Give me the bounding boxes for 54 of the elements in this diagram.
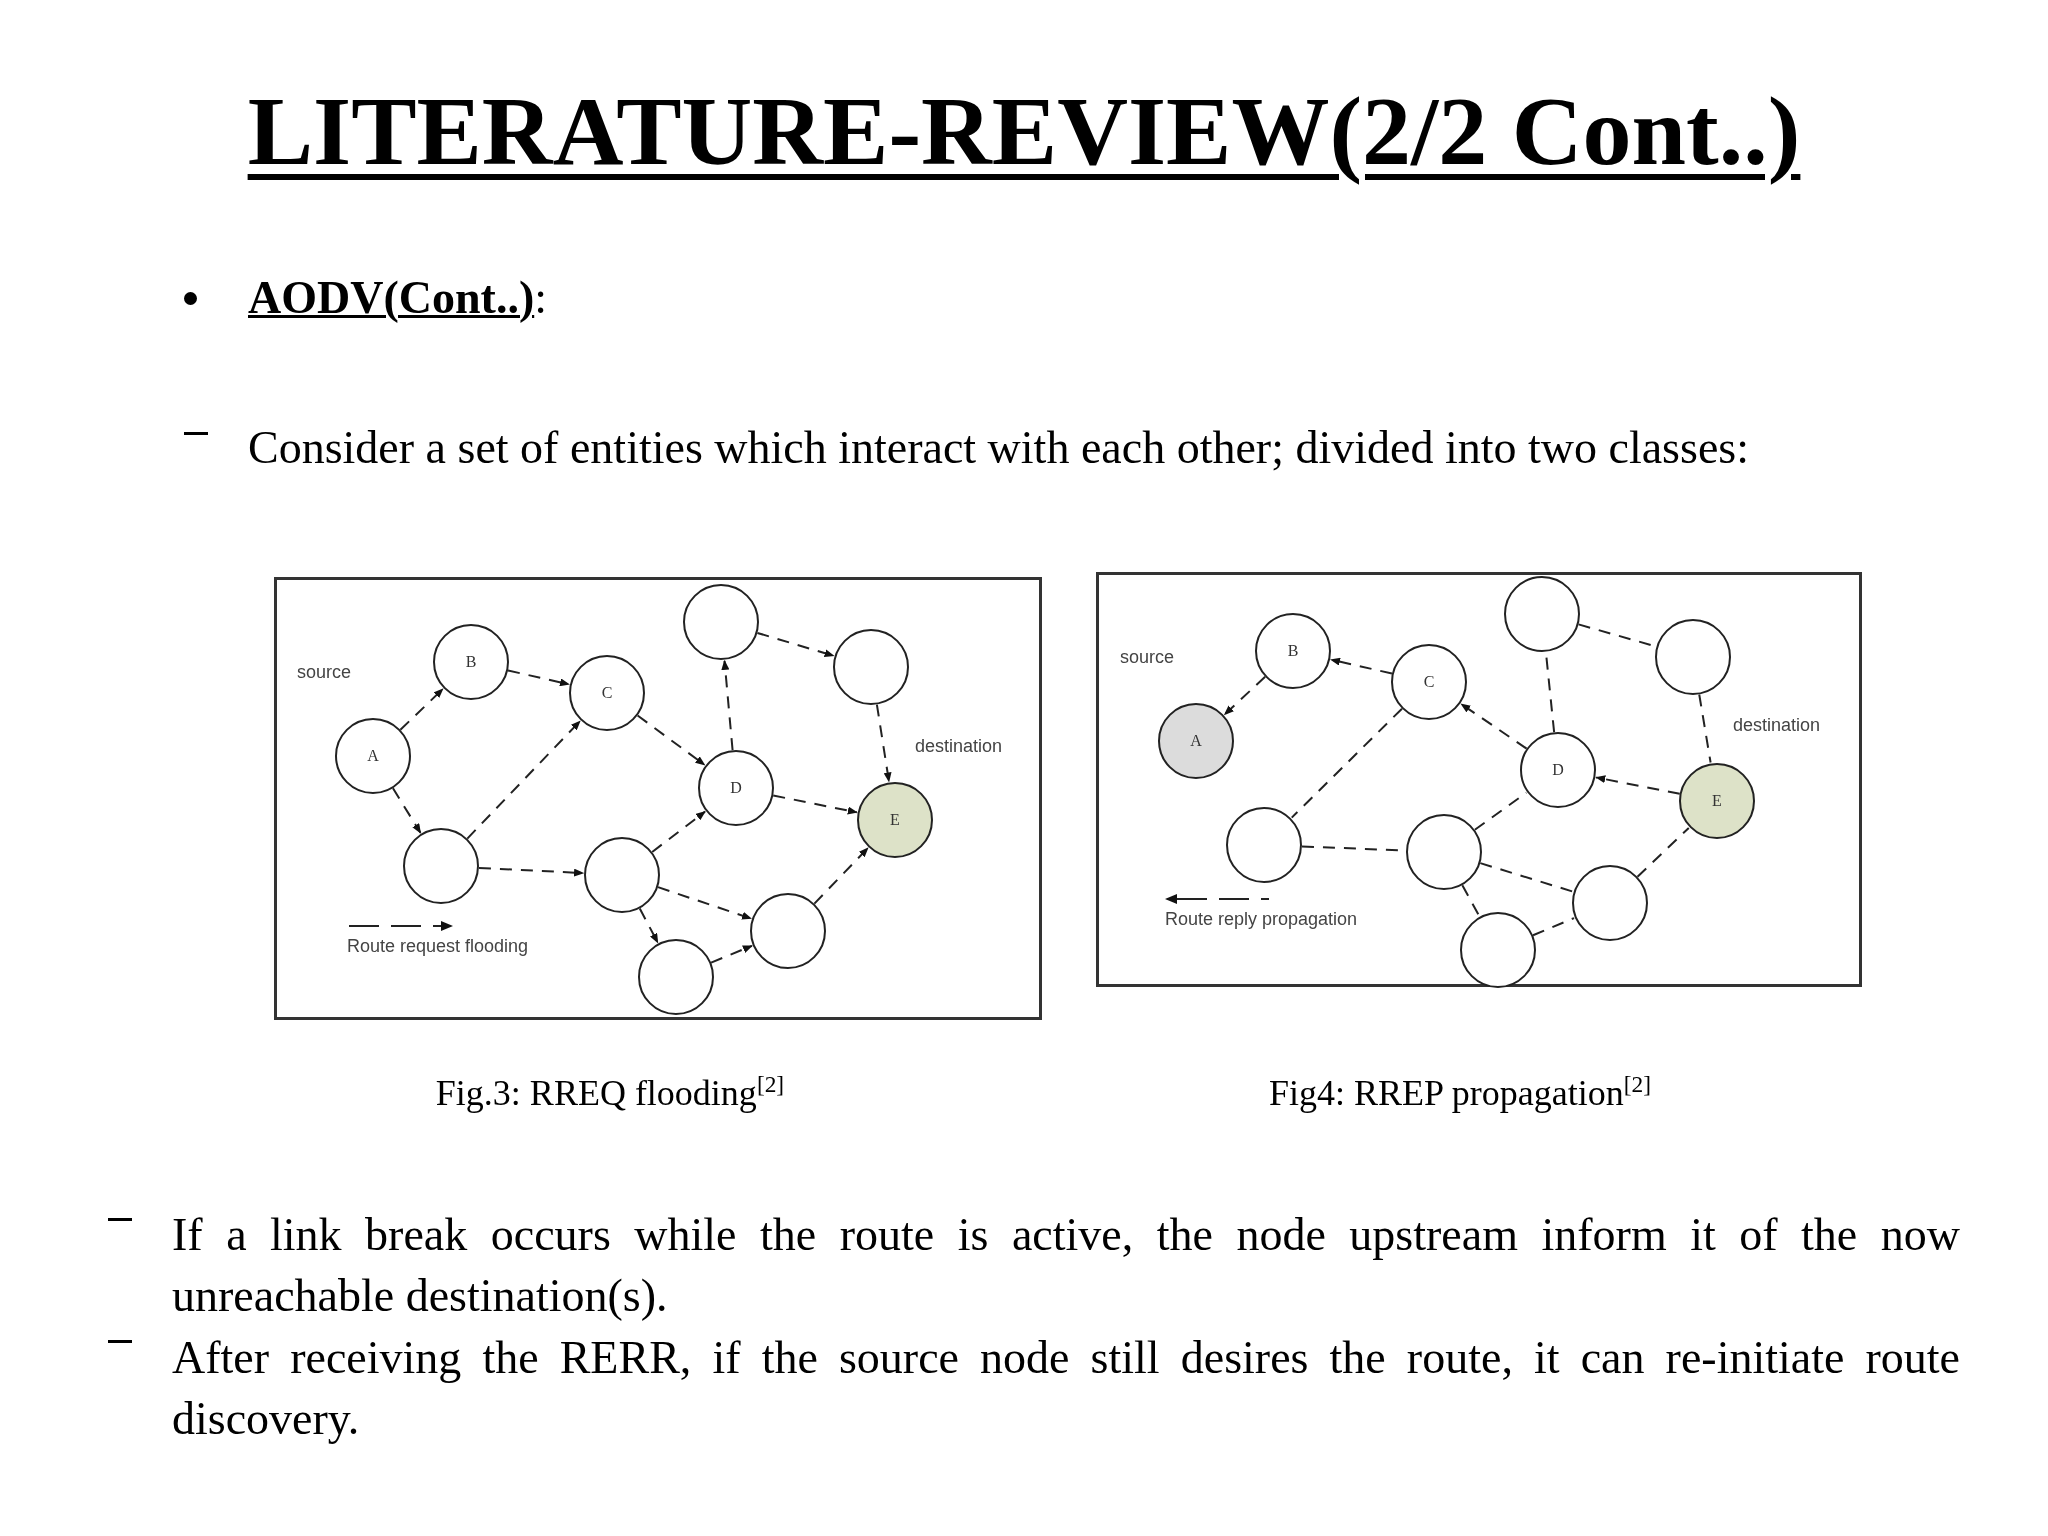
node-label: A [1190,732,1202,750]
dashed-arrow [638,907,659,944]
dashed-line [1461,884,1481,917]
slide-title: LITERATURE-REVIEW(2/2 Cont..) [247,77,1801,185]
node-caption: source [1120,647,1175,668]
dashed-arrow [1460,703,1528,750]
body-text: After receiving the RERR, if the source node still desires the route, it can re-initiate route discovery. [172,1331,1960,1447]
dashed-line [1473,791,1528,831]
node-label: B [465,653,477,671]
dashed-line [1698,693,1712,764]
node-label: D [730,779,742,797]
dashed-arrow [636,714,706,766]
node-label: E [890,811,900,829]
node-label: B [1287,642,1299,660]
body-text: Consider a set of entities which interact with each other; divided into two classes: [248,421,1750,475]
legend-label: Route reply propagation [1165,909,1358,930]
dashed-arrow [1223,675,1267,716]
dashed-arrow [1595,775,1681,795]
node-caption: destination [1733,715,1821,736]
dashed-arrow [399,688,444,731]
dashed-arrow [466,720,581,840]
figure-frame [1096,572,1862,987]
section-heading: AODV(Cont..): [248,271,548,325]
dashed-arrow [875,703,892,783]
node-label: C [1423,673,1435,691]
dashed-arrow [710,944,753,964]
node-label: E [1712,792,1722,810]
dashed-arrow [721,659,734,752]
figure-frame [274,577,1042,1020]
figure-caption: Fig.3: RREQ flooding$^{[2]}$ [434,1070,786,1115]
dashed-arrow [772,794,858,815]
figure-caption: Fig4: RREP propagation$^{[2]}$ [1268,1070,1652,1115]
node-label: D [1552,761,1564,779]
dashed-arrow [813,847,869,905]
dashed-arrow [651,810,706,853]
node-circle [1391,644,1467,720]
dashed-line [1479,862,1574,893]
legend-label: Route request flooding [347,936,529,957]
dashed-arrow [1330,657,1393,675]
dashed-line [1532,917,1576,937]
node-label: C [601,684,613,702]
node-caption: source [297,662,352,683]
dashed-arrow [392,787,422,834]
dashed-arrow [657,886,753,920]
dashed-line [1636,826,1690,878]
dashed-line [1290,707,1403,819]
node-circle [569,655,645,731]
node-circle [750,893,826,969]
node-caption: destination [915,736,1003,757]
node-label: A [367,747,379,765]
dashed-arrow [756,631,835,658]
dashed-arrow [477,866,585,877]
body-text: If a link break occurs while the route is active, the node upstream inform it of the now unreachable destination(s). [172,1208,1960,1324]
dashed-arrow [507,669,570,687]
